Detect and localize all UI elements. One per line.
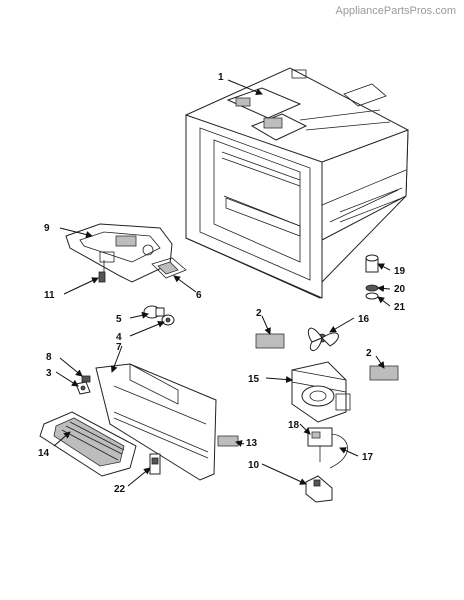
part-17-wire-harness <box>329 433 348 469</box>
part-15-fan-housing <box>291 361 351 423</box>
part-2-foam-pad-right <box>369 365 399 381</box>
part-18-fan-motor <box>307 427 333 462</box>
callout-11: 11 <box>44 290 55 301</box>
callout-21: 21 <box>394 302 406 313</box>
part-1-liner-housing <box>185 67 409 299</box>
part-7-evaporator-cover <box>95 363 217 481</box>
part-22-sensor <box>149 453 161 475</box>
callout-4: 4 <box>116 332 122 343</box>
callout-20: 20 <box>394 284 406 295</box>
part-21-o-ring <box>365 292 379 300</box>
part-4-lamp-socket <box>161 314 175 326</box>
part-8-screw <box>81 375 91 383</box>
part-9-control-housing <box>65 223 173 283</box>
callout-1: 1 <box>218 72 224 83</box>
part-3-clip <box>75 381 91 395</box>
callout-14: 14 <box>38 448 50 459</box>
part-20-washer <box>365 284 379 292</box>
callout-22: 22 <box>114 484 126 495</box>
part-19-drain-cap <box>365 254 379 273</box>
callout-15: 15 <box>248 374 260 385</box>
watermark-text: AppliancePartsPros.com <box>335 5 456 17</box>
callout-2-left: 2 <box>256 308 262 319</box>
part-5-light-bulb <box>143 305 165 319</box>
callout-5: 5 <box>116 314 122 325</box>
part-14-grille <box>39 411 137 477</box>
part-13-tape <box>217 435 239 447</box>
part-10-motor-bracket <box>305 475 333 503</box>
part-2-foam-pad-left <box>255 333 285 349</box>
callout-3: 3 <box>46 368 52 379</box>
callout-7: 7 <box>116 342 122 353</box>
part-16-fan-blade <box>307 327 339 351</box>
callout-8: 8 <box>46 352 52 363</box>
callout-9: 9 <box>44 223 50 234</box>
part-11-screw <box>98 271 106 283</box>
callout-6: 6 <box>196 290 202 301</box>
callout-19: 19 <box>394 266 406 277</box>
callout-16: 16 <box>358 314 370 325</box>
part-6-gasket <box>151 257 187 279</box>
callout-18: 18 <box>288 420 300 431</box>
callout-13: 13 <box>246 438 258 449</box>
callout-10: 10 <box>248 460 260 471</box>
callout-17: 17 <box>362 452 374 463</box>
callout-2-right: 2 <box>366 348 372 359</box>
